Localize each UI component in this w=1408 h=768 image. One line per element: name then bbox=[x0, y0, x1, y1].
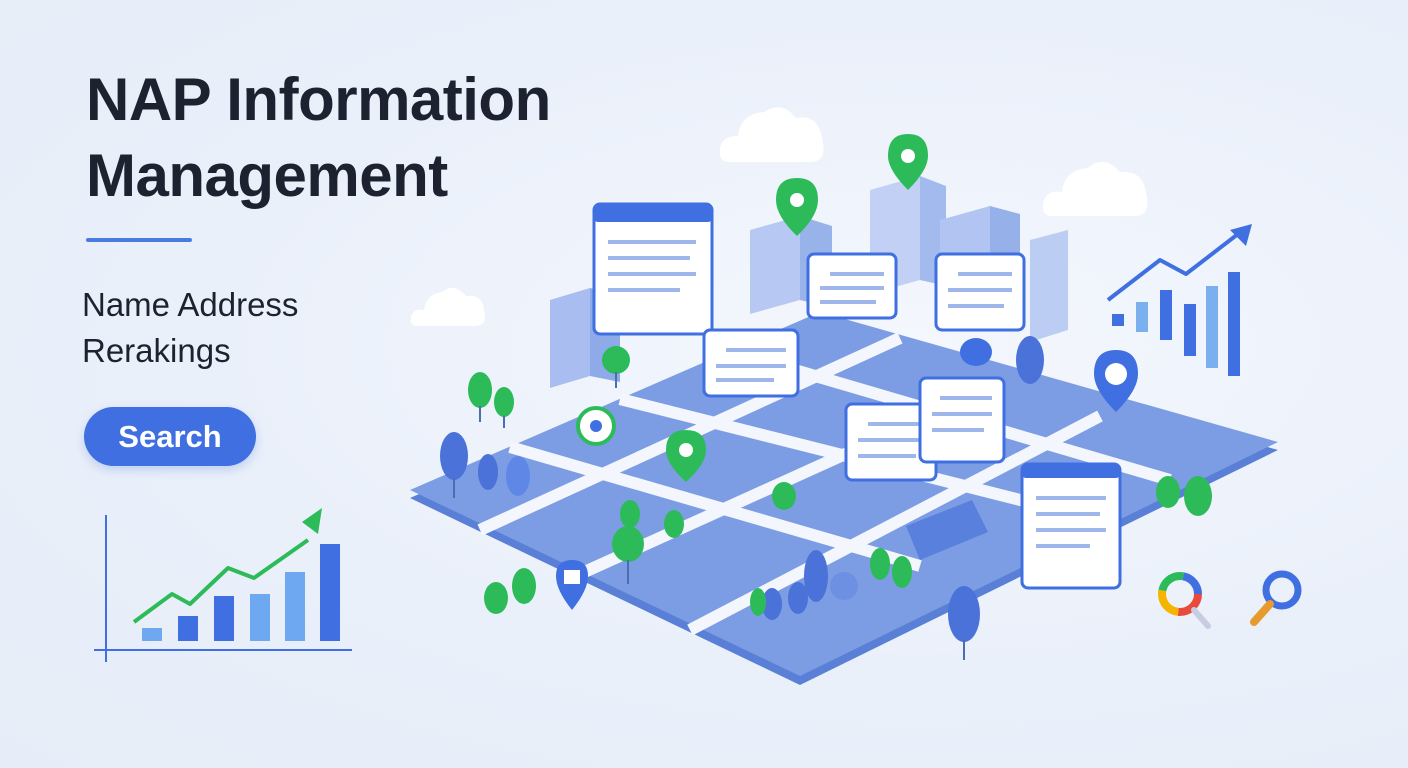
compass-icon bbox=[576, 406, 616, 446]
cloud-icon bbox=[410, 287, 485, 326]
subtitle: Name Address Rerakings bbox=[82, 282, 402, 374]
google-search-icon bbox=[1158, 572, 1211, 629]
search-icons bbox=[1158, 570, 1302, 629]
building-icon bbox=[750, 216, 800, 314]
info-card-icon bbox=[934, 252, 1026, 332]
pond bbox=[830, 572, 858, 600]
trend-chart-left bbox=[94, 508, 352, 662]
location-pin-icon bbox=[556, 560, 588, 610]
info-card-icon bbox=[1020, 462, 1122, 590]
chart-bar bbox=[1136, 302, 1148, 332]
trend-chart-right bbox=[1106, 224, 1252, 376]
cloud-icon bbox=[719, 107, 824, 162]
chart-bar bbox=[1206, 286, 1218, 368]
search-button[interactable]: Search bbox=[84, 407, 256, 466]
info-card-icon bbox=[702, 328, 800, 398]
building-icon bbox=[550, 288, 590, 388]
trend-line bbox=[1106, 232, 1240, 302]
info-card-icon bbox=[844, 402, 938, 482]
chart-bar bbox=[250, 594, 270, 641]
trend-arrow-icon bbox=[302, 508, 322, 534]
location-pin-icon bbox=[888, 134, 928, 190]
chart-bar bbox=[1228, 272, 1240, 376]
tree-icon bbox=[440, 336, 1212, 660]
chart-bar bbox=[142, 628, 162, 641]
chart-bar bbox=[285, 572, 305, 641]
title-line-1: NAP Information bbox=[86, 66, 551, 133]
info-card-icon bbox=[806, 252, 898, 320]
chart-bar bbox=[1112, 314, 1124, 326]
location-pin-icon bbox=[776, 178, 818, 236]
park-block bbox=[906, 500, 988, 560]
location-pin-icon bbox=[1094, 350, 1138, 412]
building-icon bbox=[1030, 230, 1068, 342]
title-line-2: Management bbox=[86, 142, 448, 209]
chart-bar bbox=[1184, 304, 1196, 356]
page-title: NAP Information Management bbox=[86, 62, 686, 214]
subtitle-line-1: Name Address bbox=[82, 286, 299, 323]
info-card-icon bbox=[918, 376, 1006, 464]
isometric-city-map bbox=[410, 134, 1278, 685]
chart-bar bbox=[1160, 290, 1172, 340]
chart-bar bbox=[214, 596, 234, 641]
cloud-icon bbox=[1042, 161, 1148, 216]
subtitle-line-2: Rerakings bbox=[82, 332, 231, 369]
title-divider bbox=[86, 238, 192, 242]
magnifier-icon bbox=[1250, 570, 1302, 626]
trend-line bbox=[132, 538, 310, 624]
chart-bar bbox=[320, 544, 340, 641]
chart-bar bbox=[178, 616, 198, 641]
info-card-icon bbox=[592, 202, 714, 336]
trend-arrow-icon bbox=[1230, 224, 1252, 246]
location-pin-icon bbox=[666, 430, 706, 482]
